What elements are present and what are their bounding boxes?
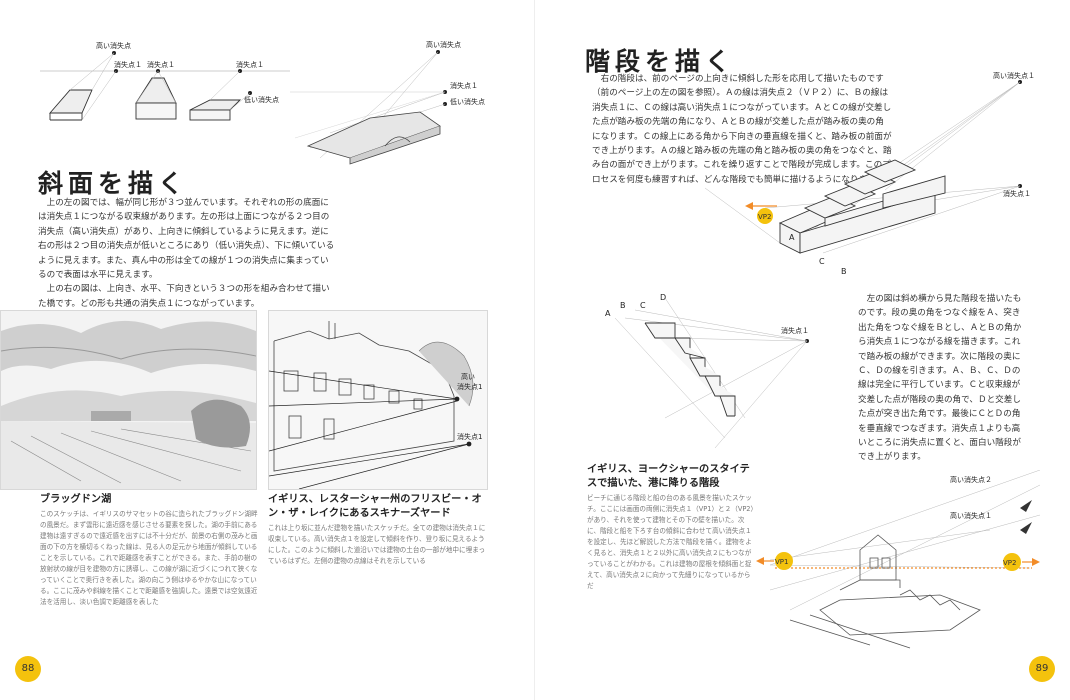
label-photo-vp1: 消失点1 bbox=[457, 432, 482, 441]
label-photo-high-b: 消失点1 bbox=[457, 382, 482, 391]
label-vp1-c: 消失点１ bbox=[236, 60, 264, 69]
caption-staithes: イギリス、ヨークシャーのスタイテスで描いた、港に降りる階段 ビーチに通じる階段と… bbox=[587, 463, 757, 592]
label-low-vp: 低い消失点 bbox=[244, 95, 279, 104]
blagdon-lake-sketch bbox=[0, 310, 257, 490]
label-stair2-c: C bbox=[640, 301, 646, 310]
caption-staithes-title: イギリス、ヨークシャーのスタイテスで描いた、港に降りる階段 bbox=[587, 464, 750, 489]
photo-high-vp-dot bbox=[454, 396, 460, 402]
caption-skinners-title: イギリス、レスターシャー州のフリスビー・オン・ザ・レイクにあるスキナーズヤード bbox=[268, 494, 482, 519]
label-sketch-vp2: VP2 bbox=[1003, 559, 1016, 567]
bridge-diagram: 高い消失点 消失点１ 低い消失点 bbox=[290, 40, 485, 165]
slope-forms-diagram: 高い消失点 消失点１ 消失点１ 消失点１ 低い消失点 bbox=[40, 41, 290, 121]
label-bridge-high-vp: 高い消失点 bbox=[426, 40, 461, 49]
stairs-text-block-2: 左の図は斜め横から見た階段を描いたものです。段の奥の角をつなぐ線をＡ、突き出た角… bbox=[858, 292, 1026, 465]
label-sketch-high-vp2: 高い消失点２ bbox=[950, 475, 992, 484]
label-bridge-low-vp: 低い消失点 bbox=[450, 97, 485, 106]
stairs-paragraph-1: 右の階段は、前のページの上向きに傾斜した形を応用して描いたものです（前のページ上… bbox=[592, 74, 892, 185]
left-page: 高い消失点 消失点１ 消失点１ 消失点１ 低い消失点 高い消失点 消失点１ 低い… bbox=[0, 40, 488, 682]
slope-paragraph-2: 上の右の図は、上向き、水平、下向きという３つの形を組み合わせて描いた橋です。どの… bbox=[38, 284, 330, 309]
stair-diagram-1: VP2 高い消失点１ 消失点１ A C B bbox=[705, 71, 1035, 276]
label-vp1-a: 消失点１ bbox=[114, 60, 142, 69]
label-sketch-high-vp1: 高い消失点１ bbox=[950, 511, 992, 520]
stair-diagram-2: A B C D 消失点１ bbox=[605, 293, 809, 449]
slope-paragraph-1: 上の左の図では、幅が同じ形が３つ並んでいます。それぞれの形の底面には消失点１につ… bbox=[38, 198, 335, 281]
vp2-marker bbox=[757, 208, 773, 224]
label-stair2-vp1: 消失点１ bbox=[781, 326, 809, 335]
caption-blagdon-title: ブラッグドン湖 bbox=[40, 494, 112, 505]
label-vp1-b: 消失点１ bbox=[147, 60, 175, 69]
skinners-yard-sketch: 高い 消失点1 消失点1 bbox=[268, 310, 488, 490]
label-bridge-vp1: 消失点１ bbox=[450, 81, 478, 90]
vp2-marker-sketch bbox=[1003, 553, 1021, 571]
label-stair2-d: D bbox=[660, 293, 666, 302]
section-title-slope: 斜面を描く bbox=[38, 169, 189, 198]
label-high-vp1: 高い消失点１ bbox=[993, 71, 1035, 80]
slope-text-block: 上の左の図では、幅が同じ形が３つ並んでいます。それぞれの形の底面には消失点１につ… bbox=[38, 196, 336, 311]
harbour-stairs-sketch: VP1 VP2 高い消失点２ 高い消失点１ bbox=[756, 470, 1040, 649]
label-stair2-b: B bbox=[620, 301, 626, 310]
page-gutter bbox=[534, 0, 535, 700]
label-stair1-a: A bbox=[789, 233, 795, 242]
caption-skinners-body: これは上り坂に並んだ建物を描いたスケッチだ。全ての建物は消失点１に収束している。… bbox=[268, 524, 486, 565]
photo-vp1-dot bbox=[466, 441, 472, 447]
caption-blagdon-body: このスケッチは、イギリスのサマセットの谷に造られたブラッグドン湖畔の風景だ。まず… bbox=[40, 510, 258, 606]
label-stair1-b: B bbox=[841, 267, 847, 276]
label-photo-high-a: 高い bbox=[461, 372, 475, 381]
label-stair1-c: C bbox=[819, 257, 825, 266]
stairs-paragraph-2: 左の図は斜め横から見た階段を描いたものです。段の奥の角をつなぐ線をＡ、突き出た角… bbox=[858, 294, 1022, 463]
label-vp2: VP2 bbox=[758, 213, 771, 221]
caption-blagdon: ブラッグドン湖 このスケッチは、イギリスのサマセットの谷に造られたブラッグドン湖… bbox=[40, 493, 260, 608]
caption-staithes-body: ビーチに通じる階段と船の台のある風景を描いたスケッチ。ここには画面の両側に消失点… bbox=[587, 494, 754, 590]
label-high-vp: 高い消失点 bbox=[96, 41, 131, 50]
vp1-marker bbox=[775, 552, 793, 570]
caption-skinners: イギリス、レスターシャー州のフリスビー・オン・ザ・レイクにあるスキナーズヤード … bbox=[268, 493, 488, 567]
section-title-stairs: 階段を描く bbox=[585, 47, 736, 76]
right-page: 階段を描く 右の階段は、前のページの上向きに傾斜した形を応用して描いたものです（… bbox=[535, 0, 1070, 700]
label-stair2-a: A bbox=[605, 309, 611, 318]
stairs-text-block: 右の階段は、前のページの上向きに傾斜した形を応用して描いたものです（前のページ上… bbox=[592, 72, 892, 187]
label-sketch-vp1: VP1 bbox=[775, 558, 788, 566]
page-number-89: 89 bbox=[1029, 656, 1055, 682]
page-number-88: 88 bbox=[15, 656, 41, 682]
label-stair1-vp1: 消失点１ bbox=[1003, 189, 1031, 198]
